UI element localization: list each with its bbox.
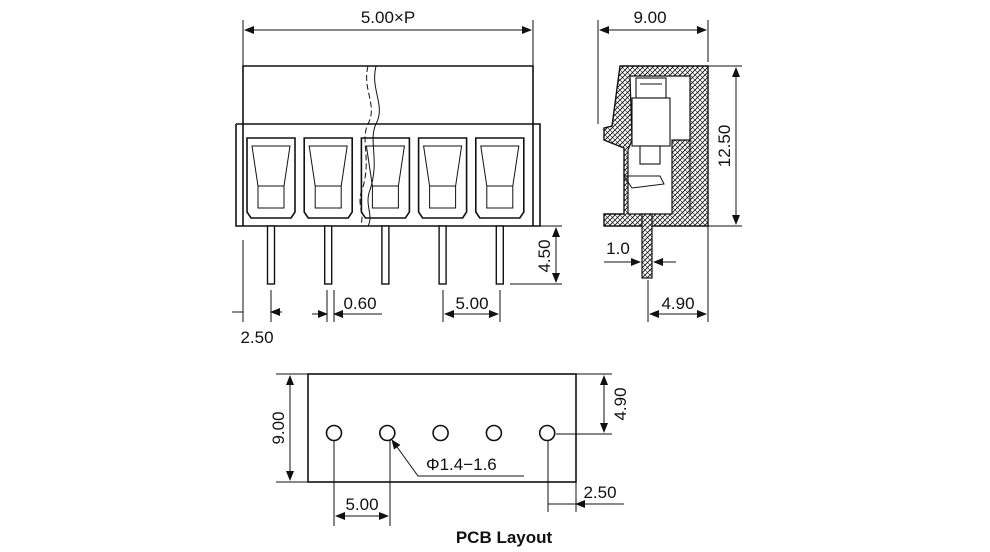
hole-diameter-label: Φ1.4−1.6	[426, 455, 497, 474]
front-pins	[266, 225, 504, 285]
pcb-pitch-label: 5.00	[345, 495, 378, 514]
pcb-hole	[325, 424, 343, 442]
side-pin	[641, 213, 653, 279]
front-pin	[438, 225, 447, 285]
hole-offset-label: 4.90	[611, 387, 630, 420]
front-pin	[381, 225, 390, 285]
pcb-edge-label: 2.50	[583, 483, 616, 502]
break-line	[367, 65, 380, 227]
pin-thickness-label: 1.0	[606, 239, 630, 258]
terminal-opening-inner	[251, 145, 291, 209]
terminal-openings	[246, 137, 525, 219]
pcb-hole	[485, 424, 503, 442]
pcb-hole	[378, 424, 396, 442]
side-height-label: 12.50	[715, 125, 734, 168]
screw-body	[631, 97, 671, 147]
front-pin	[266, 225, 276, 285]
width-label: 5.00×P	[361, 8, 415, 27]
terminal-opening	[360, 137, 411, 219]
housing-outline	[235, 65, 541, 227]
terminal-opening	[417, 137, 468, 219]
side-depth-label: 9.00	[633, 8, 666, 27]
hole-diameter-leader	[391, 439, 524, 477]
edge-label: 2.50	[240, 328, 273, 347]
terminal-opening-inner	[423, 145, 463, 209]
front-view: 5.00×P 4.50 2.50 0.60 5.00	[232, 8, 562, 347]
pitch-label: 5.00	[455, 294, 488, 313]
terminal-opening	[475, 137, 525, 219]
pcb-footprint-outline	[307, 373, 577, 483]
pcb-hole	[538, 424, 556, 442]
pcb-layout-title: PCB Layout	[456, 528, 553, 547]
pcb-holes	[325, 424, 556, 442]
front-pin	[324, 225, 333, 285]
pin-offset-label: 4.90	[661, 294, 694, 313]
terminal-opening	[303, 137, 353, 219]
front-pin	[495, 225, 504, 285]
pcb-hole	[432, 424, 449, 442]
screw-head	[635, 77, 667, 99]
terminal-opening	[246, 137, 296, 219]
pin-length-label: 4.50	[535, 239, 554, 272]
terminal-opening-inner	[308, 145, 348, 209]
screw-tip	[639, 145, 661, 165]
terminal-opening-inner	[480, 145, 520, 209]
pin-width-label: 0.60	[343, 294, 376, 313]
pcb-height-label: 9.00	[269, 411, 288, 444]
clamp-plate	[623, 175, 665, 189]
terminal-opening-inner	[365, 145, 405, 209]
side-view: 9.00 12.50 1.0 4.90	[597, 8, 742, 322]
pcb-layout-view: 9.00 4.90 Φ1.4−1.6 5.00 2.50 PCB Layout	[269, 373, 630, 547]
